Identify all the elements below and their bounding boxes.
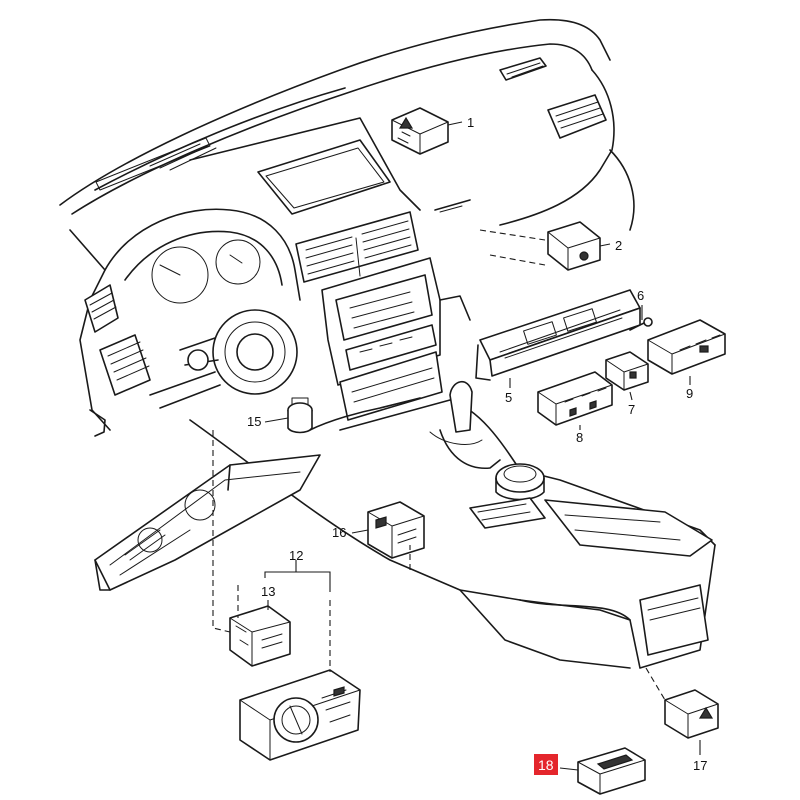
callout-9: 9 [686,386,693,401]
light-switch-part-12 [239,669,361,761]
callout-16: 16 [332,525,346,540]
switch-part-17 [664,689,719,739]
lower-dash-trim [94,454,321,591]
callout-7: 7 [628,402,635,417]
callout-2: 2 [615,238,622,253]
switch-part-9 [647,319,726,375]
callout-6: 6 [637,288,644,303]
callout-5: 5 [505,390,512,405]
hazard-switch-part [391,107,449,155]
instrument-cluster [69,208,301,437]
callout-8: 8 [576,430,583,445]
callout-18: 18 [538,757,554,773]
callout-labels: 1 2 5 6 7 8 9 12 13 15 16 17 18 [247,115,707,775]
center-display [189,117,471,215]
callout-12: 12 [289,548,303,563]
switch-part-13 [229,605,291,667]
center-stack [309,257,471,431]
switch-part-16 [367,501,425,559]
steering-column [149,309,298,409]
center-vents [295,211,419,283]
callout-18-highlight [534,754,558,775]
switch-bezel-part [475,289,641,381]
switch-part-2 [547,221,601,271]
leader-lines [212,121,701,771]
callout-15: 15 [247,414,261,429]
screw-part-6 [629,317,653,331]
dashboard-top-panel [59,18,635,231]
switch-part-7 [605,351,649,391]
center-console [189,381,716,669]
callout-13: 13 [261,584,275,599]
callout-1: 1 [467,115,474,130]
switch-part-8 [537,371,613,426]
callout-17: 17 [693,758,707,773]
switch-part-15 [287,397,313,434]
switch-part-18 [577,747,646,795]
